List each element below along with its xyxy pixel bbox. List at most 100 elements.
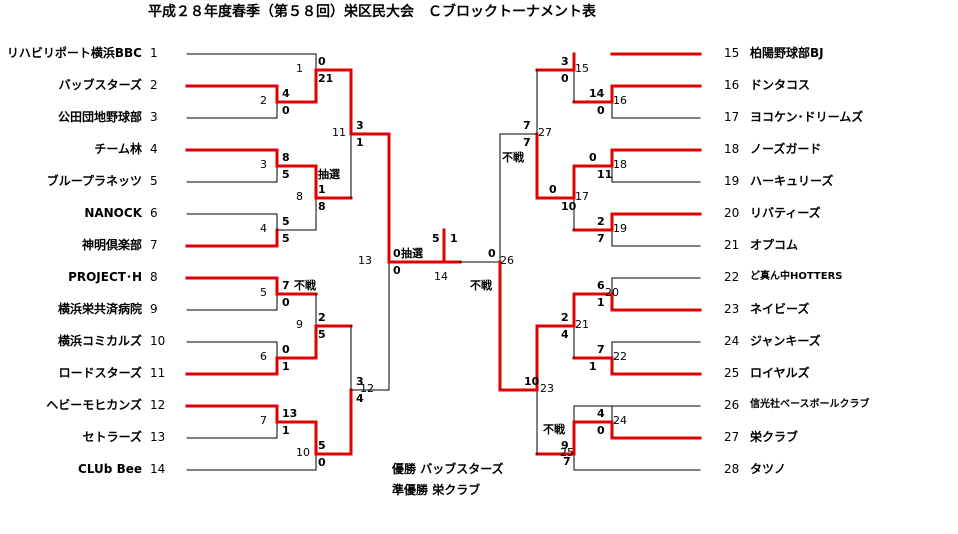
champion-name: バッブスターズ <box>420 462 504 476</box>
score: 1 <box>597 296 605 309</box>
match-number: 15 <box>575 62 589 75</box>
page-title: 平成２８年度春季（第５８回）栄区民大会 Ｃブロックトーナメント表 <box>148 4 596 20</box>
team-seed: 10 <box>150 334 166 348</box>
team-seed: 5 <box>150 174 158 188</box>
match-remark: 不戦 <box>502 151 524 164</box>
match-number: 10 <box>296 446 310 459</box>
team-seed: 21 <box>724 238 740 252</box>
team-seed: 3 <box>150 110 158 124</box>
team-name: 公田団地野球部 <box>57 110 142 124</box>
score: 5 <box>282 232 290 245</box>
match-number: 11 <box>332 126 346 139</box>
score: 1 <box>318 183 326 196</box>
team-seed: 26 <box>724 398 740 412</box>
team-seed: 24 <box>724 334 740 348</box>
score: 5 <box>318 439 326 452</box>
team-seed: 17 <box>724 110 740 124</box>
score: 3 <box>356 119 364 132</box>
team-name: 栄クラブ <box>750 430 799 444</box>
team-name: NANOCK <box>84 206 142 220</box>
score: 9 <box>561 439 569 452</box>
team-name: ジャンキーズ <box>750 334 821 348</box>
score: 5 <box>318 328 326 341</box>
score: 0 <box>549 183 557 196</box>
score: 0 <box>589 151 597 164</box>
score: 14 <box>589 87 605 100</box>
team-seed: 2 <box>150 78 158 92</box>
team-name: 神明倶楽部 <box>81 238 142 252</box>
team-seed: 4 <box>150 142 158 156</box>
score: 4 <box>282 87 290 100</box>
team-seed: 12 <box>150 398 166 412</box>
team-seed: 7 <box>150 238 158 252</box>
team-seed: 28 <box>724 462 740 476</box>
score: 0 <box>561 72 569 85</box>
team-name: チーム林 <box>94 142 142 156</box>
score: 0 <box>393 264 401 277</box>
runner-up-label: 準優勝 栄クラブ <box>392 483 481 497</box>
score: 2 <box>561 311 569 324</box>
match-remark: 不戦 <box>543 423 565 436</box>
team-seed: 22 <box>724 270 740 284</box>
team-name: バッブスターズ <box>58 78 142 92</box>
match-number: 4 <box>260 222 267 235</box>
team-name: ロードスターズ <box>58 366 142 380</box>
score: 2 <box>318 311 326 324</box>
score: 抽選 <box>401 247 423 260</box>
match-number: 20 <box>605 286 619 299</box>
team-name: ネイビーズ <box>750 302 810 316</box>
score: 7 <box>523 136 531 149</box>
score: 21 <box>318 72 334 85</box>
match-number: 7 <box>260 414 267 427</box>
score: 4 <box>356 392 364 405</box>
match-number: 9 <box>296 318 303 331</box>
match-remark: 抽選 <box>318 168 340 181</box>
score: 4 <box>597 407 605 420</box>
team-name: ノーズガード <box>750 142 822 156</box>
score: 8 <box>318 200 326 213</box>
match-number: 17 <box>575 190 589 203</box>
team-name: 柏陽野球部BJ <box>750 46 824 60</box>
score: 4 <box>561 328 569 341</box>
team-name: CLUb Bee <box>78 462 142 476</box>
match-number: 12 <box>360 382 374 395</box>
score: 1 <box>282 360 290 373</box>
score: 0 <box>597 424 605 437</box>
match-number: 1 <box>296 62 303 75</box>
match-number: 27 <box>538 126 552 139</box>
match-number: 8 <box>296 190 303 203</box>
score: 5 <box>282 168 290 181</box>
score: 0 <box>318 456 326 469</box>
team-seed: 16 <box>724 78 740 92</box>
score: 1 <box>450 232 458 245</box>
score: 3 <box>356 375 364 388</box>
score: 5 <box>432 232 440 245</box>
match-number: 16 <box>613 94 627 107</box>
score: 10 <box>524 375 540 388</box>
team-name: ロイヤルズ <box>750 366 810 380</box>
team-seed: 15 <box>724 46 740 60</box>
match-number: 23 <box>540 382 554 395</box>
team-seed: 8 <box>150 270 158 284</box>
score: 0 <box>282 104 290 117</box>
score: 7 <box>597 232 605 245</box>
match-number: 24 <box>613 414 627 427</box>
match-number: 14 <box>434 270 448 283</box>
score: 1 <box>356 136 364 149</box>
score: 0 <box>318 55 326 68</box>
score: 7 <box>523 119 531 132</box>
score: 0 <box>282 296 290 309</box>
score: 5 <box>282 215 290 228</box>
score: 7 <box>597 343 605 356</box>
match-number: 19 <box>613 222 627 235</box>
team-seed: 11 <box>150 366 166 380</box>
match-number: 2 <box>260 94 267 107</box>
score: 11 <box>597 168 613 181</box>
score: 10 <box>561 200 577 213</box>
team-seed: 9 <box>150 302 158 316</box>
score: 7 <box>282 279 290 292</box>
team-name: PROJECT･H <box>68 270 142 284</box>
team-name: ヘビーモヒカンズ <box>46 398 142 412</box>
score: 6 <box>597 279 605 292</box>
